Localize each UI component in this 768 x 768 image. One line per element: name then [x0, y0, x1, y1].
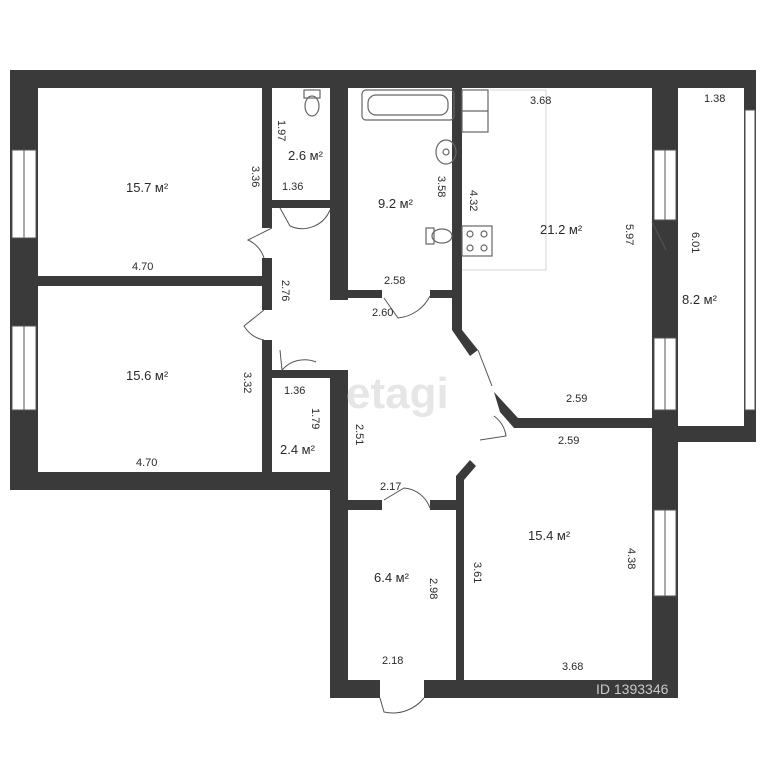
wc-width: 1.36: [282, 181, 303, 193]
door-entry-inner: [383, 487, 431, 509]
corridor-height: 2.76: [279, 280, 291, 301]
wall-bottom-left: [10, 472, 332, 490]
room-3-right: 4.38: [625, 548, 637, 569]
wall-bath-bottom-b: [430, 290, 460, 298]
closet-width: 1.36: [284, 385, 305, 397]
door-kitchen: [477, 349, 493, 387]
door-room1: [246, 227, 273, 259]
door-room2: [243, 309, 265, 341]
balcony-height: 6.01: [689, 232, 701, 253]
hall-height: 2.51: [353, 424, 365, 445]
balcony-area: 8.2 м²: [682, 292, 718, 307]
door-bathroom: [383, 295, 431, 319]
watermark-logo: etagi: [346, 369, 449, 418]
kitchen-area: 21.2 м²: [540, 222, 583, 237]
door-room3: [479, 415, 507, 441]
wall-room1-room2: [38, 276, 264, 286]
wall-bottom-a: [330, 680, 380, 698]
wall-entry-top-a: [346, 500, 382, 510]
room-1-area: 15.7 м²: [126, 180, 169, 195]
hall-bottom: 2.17: [380, 481, 401, 493]
fixtures: [303, 89, 547, 271]
toilet-icon: [425, 227, 453, 245]
closet-height: 1.79: [309, 408, 321, 429]
doors: [243, 207, 667, 714]
hall-top: 2.60: [372, 307, 393, 319]
wall-kitchen-room3: [494, 392, 652, 428]
wall-closet-hall: [330, 370, 348, 480]
toilet-wc-icon: [303, 89, 321, 117]
kitchen-left: 4.32: [467, 190, 479, 211]
kitchen-sink-icon: [461, 89, 489, 133]
wall-hall-room3: [456, 460, 476, 680]
room-1-height: 3.36: [249, 166, 261, 187]
wall-entry-left: [330, 472, 348, 698]
door-balcony: [651, 221, 667, 251]
wall-wc-bottom: [264, 200, 336, 208]
room-3-top: 2.59: [558, 435, 579, 447]
interior-walls: [38, 88, 652, 680]
door-entrance: [379, 697, 425, 714]
entry-area: 6.4 м²: [374, 570, 410, 585]
wall-bottom-b: [424, 680, 678, 698]
kitchen-bottom: 2.59: [566, 393, 587, 405]
bathroom-width: 2.58: [384, 275, 405, 287]
wall-left: [10, 70, 38, 488]
kitchen-right: 5.97: [623, 224, 635, 245]
wall-entry-top-b: [430, 500, 464, 510]
kitchen-top: 3.68: [530, 95, 551, 107]
wall-corridor-mid: [262, 258, 272, 310]
room-2-width: 4.70: [136, 457, 157, 469]
room-2-height: 3.32: [241, 372, 253, 393]
wc-height: 1.97: [275, 120, 287, 141]
wall-room1-corridor: [262, 88, 272, 228]
bathroom-area: 9.2 м²: [378, 196, 414, 211]
room-1-width: 4.70: [132, 261, 153, 273]
room-3-left: 3.61: [471, 562, 483, 583]
entry-height: 2.98: [427, 578, 439, 599]
kitchen-counter: [462, 89, 547, 271]
wall-kitchen-diag: [452, 330, 478, 356]
door-closet: [279, 349, 317, 372]
wall-bath-kitchen: [452, 88, 462, 330]
room-2-area: 15.6 м²: [126, 368, 169, 383]
wall-balcony-bottom: [652, 426, 756, 442]
wc-area: 2.6 м²: [288, 148, 324, 163]
wall-room2-closet: [262, 340, 272, 480]
window-balcony: [744, 109, 756, 411]
sink-icon: [435, 139, 457, 165]
room-3-bottom: 3.68: [562, 661, 583, 673]
entry-width: 2.18: [382, 655, 403, 667]
door-wc: [279, 207, 331, 230]
closet-area: 2.4 м²: [280, 442, 316, 457]
wall-bath-bottom-a: [330, 290, 382, 298]
balcony-width: 1.38: [704, 93, 725, 105]
wall-closet-top: [272, 370, 332, 378]
windows: [11, 109, 756, 597]
room-3-area: 15.4 м²: [528, 528, 571, 543]
watermark-id: ID 1393346: [596, 681, 669, 697]
wall-corridor-bath: [330, 88, 348, 300]
stove-icon: [461, 225, 493, 257]
bathtub-icon: [361, 89, 455, 121]
wall-top: [10, 70, 756, 88]
bathroom-height: 3.58: [435, 176, 447, 197]
